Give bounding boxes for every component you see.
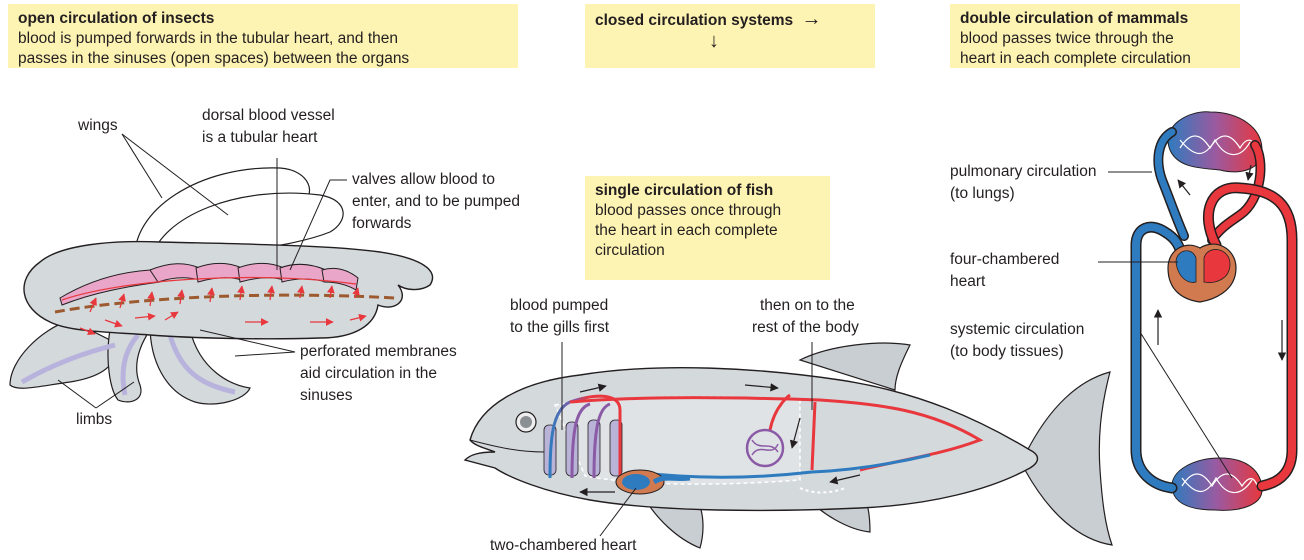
mammal-four-chambered-heart (1168, 244, 1236, 302)
mammal-blood-vessels (1136, 132, 1292, 488)
label-four-chambered-1: four-chambered (950, 250, 1059, 270)
fish-illustration (465, 342, 1112, 548)
label-valves-1: valves allow blood to (352, 170, 495, 190)
label-valves-2: enter, and to be pumped (352, 192, 520, 212)
label-two-chambered-heart: two-chambered heart (490, 536, 636, 556)
label-limbs: limbs (76, 410, 112, 430)
label-four-chambered-2: heart (950, 272, 985, 292)
label-dorsal-vessel-2: is a tubular heart (202, 128, 317, 148)
label-pulmonary-1: pulmonary circulation (950, 162, 1096, 182)
label-valves-3: forwards (352, 214, 411, 234)
label-dorsal-vessel-1: dorsal blood vessel (202, 106, 335, 126)
label-wings: wings (78, 116, 118, 136)
label-gills-2: to the gills first (510, 318, 609, 338)
label-perforated-1: perforated membranes (300, 342, 457, 362)
label-body-2: rest of the body (752, 318, 859, 338)
label-systemic-2: (to body tissues) (950, 342, 1064, 362)
mammal-illustration (1098, 112, 1292, 511)
label-perforated-2: aid circulation in the (300, 364, 437, 384)
label-gills-1: blood pumped (510, 296, 608, 316)
label-pulmonary-2: (to lungs) (950, 184, 1015, 204)
label-systemic-1: systemic circulation (950, 320, 1084, 340)
insect-leg-mid (108, 330, 150, 402)
label-perforated-3: sinuses (300, 386, 353, 406)
label-body-1: then on to the (760, 296, 855, 316)
